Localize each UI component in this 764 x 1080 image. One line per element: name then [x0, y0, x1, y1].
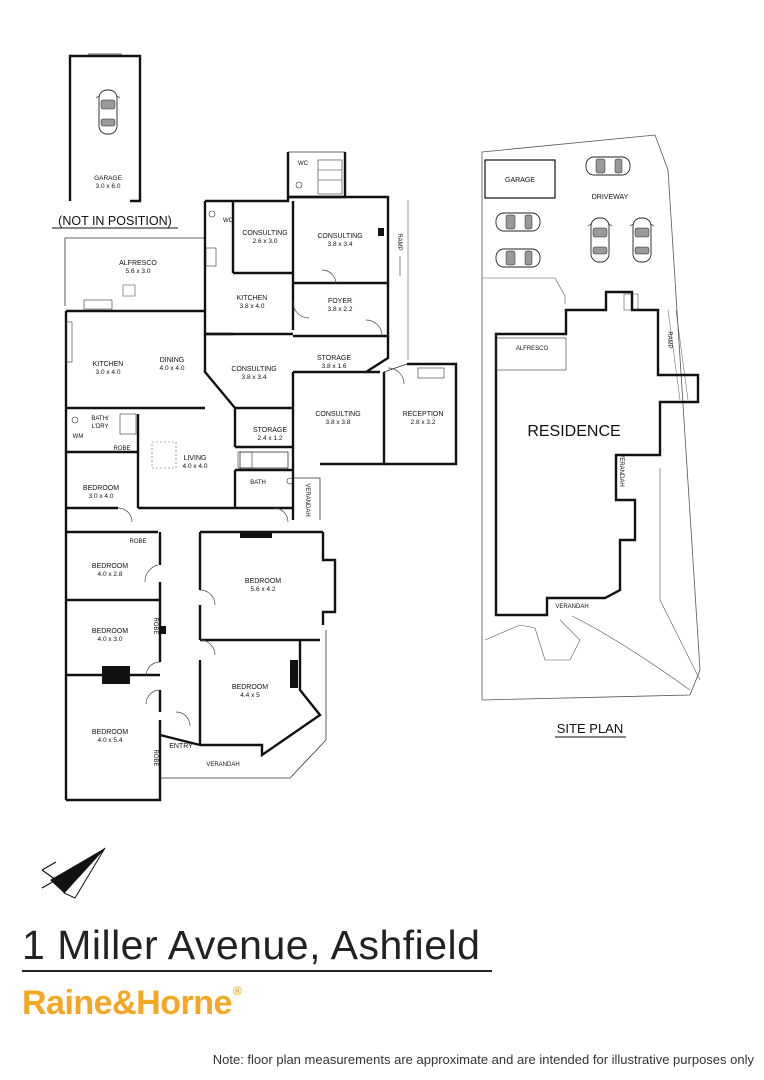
dining-dims: 4.0 x 4.0: [160, 365, 185, 372]
robe3-label: ROBE: [152, 617, 158, 634]
reception-name: RECEPTION: [403, 411, 444, 418]
site-verandah-front: VERANDAH: [555, 604, 588, 610]
bedroom2-name: BEDROOM: [92, 563, 128, 570]
north-arrow-icon: [41, 847, 106, 899]
living-dims: 4.0 x 4.0: [183, 463, 208, 470]
storage2-dims: 2.4 x 1.2: [258, 435, 283, 442]
storage1-name: STORAGE: [317, 355, 351, 362]
reception-dims: 2.8 x 3.2: [411, 419, 436, 426]
bath-ldry-name: BATH/: [91, 416, 109, 422]
verandah-front-label: VERANDAH: [206, 762, 239, 768]
consulting4-name: CONSULTING: [315, 411, 360, 418]
consulting3-dims: 3.8 x 3.4: [242, 374, 267, 381]
site-plan-caption: SITE PLAN: [557, 721, 623, 736]
consulting3-name: CONSULTING: [231, 366, 276, 373]
foyer-dims: 3.8 x 2.2: [328, 306, 353, 313]
title-rule: [22, 970, 492, 972]
alfresco-name: ALFRESCO: [119, 260, 157, 267]
site-driveway-label: DRIVEWAY: [592, 194, 629, 201]
brand-name: Raine&Horne: [22, 984, 232, 1022]
living-name: LIVING: [184, 455, 207, 462]
car-icon: [587, 217, 613, 263]
bedroom1-name: BEDROOM: [83, 485, 119, 492]
robe2-label: ROBE: [129, 539, 146, 545]
site-alfresco-label: ALFRESCO: [516, 346, 549, 352]
consulting1-name: CONSULTING: [242, 230, 287, 237]
bedroom3-name: BEDROOM: [245, 578, 281, 585]
robe1-label: ROBE: [113, 446, 130, 452]
consulting2-name: CONSULTING: [317, 233, 362, 240]
house-walls: [64, 151, 458, 802]
bedroom1-dims: 3.0 x 4.0: [89, 493, 114, 500]
stairs-icon: [122, 159, 343, 297]
kitchen-upper-name: KITCHEN: [237, 295, 268, 302]
floor-plan: GARAGE 3.0 x 6.0 (NOT IN POSITION): [41, 53, 701, 899]
garage-name: GARAGE: [94, 175, 122, 182]
kitchen-dims: 3.0 x 4.0: [96, 369, 121, 376]
car-icon: [629, 217, 655, 263]
wm-label: WM: [73, 434, 84, 440]
alfresco-dims: 5.6 x 3.0: [126, 268, 151, 275]
doors: [117, 269, 405, 727]
dining-name: DINING: [160, 357, 185, 364]
kitchen-upper-dims: 3.8 x 4.0: [240, 303, 265, 310]
garage-caption: (NOT IN POSITION): [58, 214, 172, 228]
consulting4-dims: 3.8 x 3.8: [326, 419, 351, 426]
entry-label: ENTRY: [169, 743, 193, 750]
detached-garage: GARAGE 3.0 x 6.0 (NOT IN POSITION): [52, 53, 178, 229]
storage2-name: STORAGE: [253, 427, 287, 434]
storage1-dims: 3.8 x 1.6: [322, 363, 347, 370]
consulting1-dims: 2.6 x 3.0: [253, 238, 278, 245]
robe4-label: ROBE: [152, 749, 158, 766]
bedroom5-name: BEDROOM: [232, 684, 268, 691]
room-labels: WC WC CONSULTING 2.6 x 3.0 CONSULTING 3.…: [73, 161, 444, 768]
brand-mark: ®: [232, 984, 242, 998]
consulting2-dims: 3.8 x 3.4: [328, 241, 353, 248]
bedroom6-dims: 4.0 x 5.4: [98, 737, 123, 744]
brand-logo: Raine&Horne®: [22, 984, 242, 1023]
car-icon: [585, 156, 631, 176]
foyer-name: FOYER: [328, 298, 352, 305]
bedroom4-dims: 4.0 x 3.0: [98, 636, 123, 643]
wc-top-label: WC: [298, 161, 309, 167]
car-icon: [495, 248, 541, 268]
car-icon: [95, 89, 121, 135]
site-ramp-label: RAMP: [666, 331, 672, 348]
bath-ldry-name2: L'DRY: [91, 424, 108, 430]
bath-label: BATH: [250, 480, 266, 486]
ramp-label: RAMP: [396, 233, 402, 250]
site-plan: GARAGE DRIVEWAY RAMP ALFRESCO RESIDENCE …: [481, 134, 701, 738]
fixtures: [65, 159, 445, 688]
garage-dims: 3.0 x 6.0: [96, 183, 121, 190]
bedroom5-dims: 4.4 x 5: [240, 692, 260, 699]
wc-left-label: WC: [223, 218, 234, 224]
bedroom3-dims: 5.6 x 4.2: [251, 586, 276, 593]
site-garage-label: GARAGE: [505, 177, 535, 184]
bedroom4-name: BEDROOM: [92, 628, 128, 635]
bedroom2-dims: 4.0 x 2.8: [98, 571, 123, 578]
car-icon: [495, 212, 541, 232]
site-residence-label: RESIDENCE: [527, 423, 620, 440]
address-title: 1 Miller Avenue, Ashfield: [22, 922, 481, 968]
verandah-side-label: VERANDAH: [304, 483, 310, 516]
bedroom6-name: BEDROOM: [92, 729, 128, 736]
disclaimer-note: Note: floor plan measurements are approx…: [212, 1052, 754, 1067]
site-verandah-side: VERANDAH: [618, 453, 624, 486]
kitchen-name: KITCHEN: [93, 361, 124, 368]
